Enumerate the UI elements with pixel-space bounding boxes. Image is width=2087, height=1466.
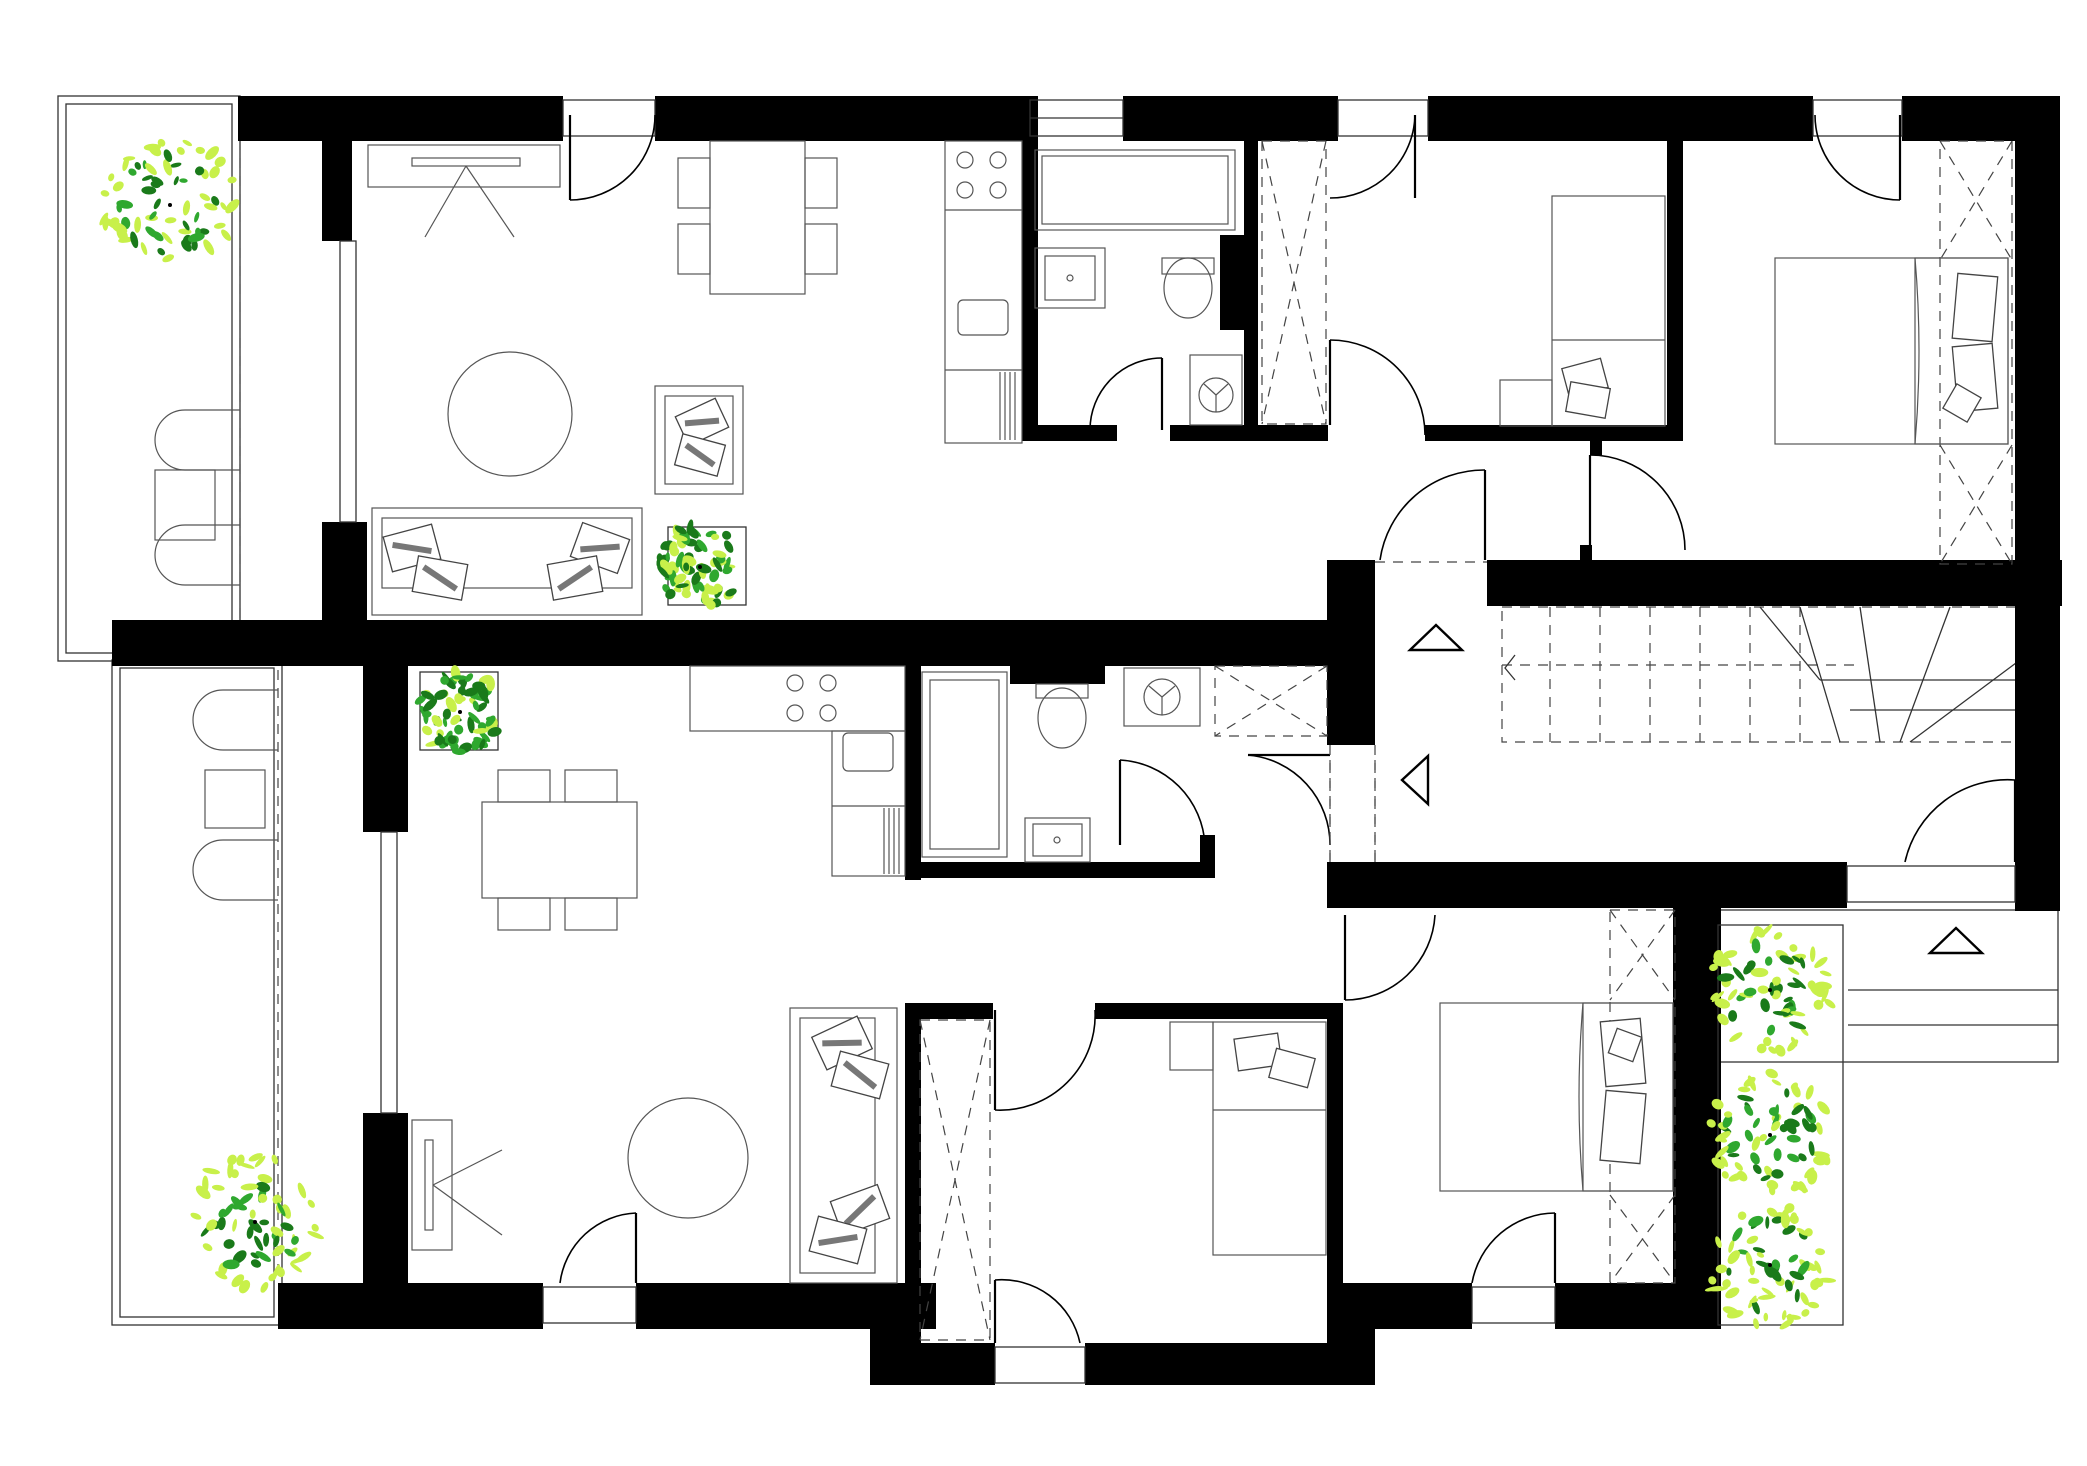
upper-living-room-furniture [154,140,1023,616]
upper-bathroom-fixtures [1034,149,1243,426]
lower-living-cushions [808,1015,891,1265]
windows [339,99,2016,1384]
washing-machine-icon [1123,377,1234,727]
stove-burner-icon [786,151,1007,722]
stair-direction-arrow-icon [1400,623,1985,955]
staircase [1501,606,2023,743]
potted-plant-icon [190,1153,325,1294]
potted-plant-icon [99,138,240,263]
upper-cushions [382,397,730,601]
doors [559,114,2017,1344]
balcony-upper-left [57,95,241,662]
potted-plant-icon [1709,924,1836,1057]
lower-living-room-furniture [192,665,906,1284]
upper-bedroom-furniture [1261,140,2013,565]
potted-plant-icon [1704,1203,1837,1330]
walls [112,96,2062,1385]
lower-bedroom-cushions [1233,1017,1647,1165]
lower-bathroom-fixtures [921,665,1328,863]
potted-plant-icon [656,519,737,610]
potted-plant-icon [414,665,502,756]
lower-bedroom-furniture [919,909,1676,1341]
upper-bedroom-cushions [1561,272,1999,424]
potted-plant-icon [1706,1068,1831,1196]
potted-plant-icon [99,138,1837,1330]
